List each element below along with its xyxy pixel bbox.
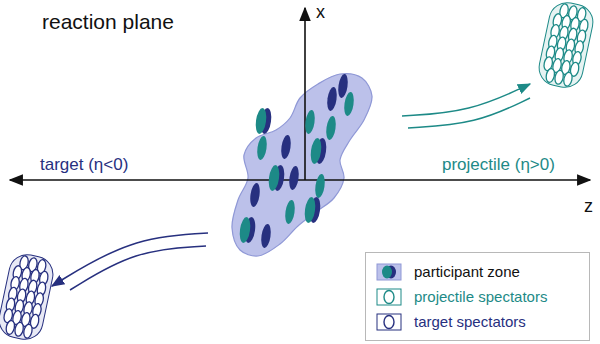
legend-sample (376, 263, 402, 281)
projectile-motion-line (408, 98, 530, 128)
target-motion-arrow (52, 233, 208, 286)
target-spectators (0, 251, 56, 342)
legend-entry: participant zone (376, 259, 579, 284)
direction-label: projectile (η>0) (440, 155, 557, 175)
projectile-motion-arrow (402, 84, 530, 116)
legend-sample (376, 288, 402, 306)
axis-label: x (314, 2, 327, 23)
x-axis (304, 8, 306, 180)
legend-entry: target spectators (376, 309, 579, 334)
legend-text: participant zone (414, 263, 520, 280)
direction-label: target (η<0) (38, 155, 130, 175)
legend-sample (376, 313, 402, 331)
z-axis (10, 179, 590, 181)
axis-label: z (582, 196, 595, 217)
diagram-title: reaction plane (40, 10, 176, 34)
participant-nucleons (238, 73, 355, 248)
participant-zone (232, 74, 372, 256)
legend-text: target spectators (414, 313, 526, 330)
target-motion-line (70, 246, 206, 290)
legend-box: participant zone projectile spectators tar… (365, 252, 590, 341)
projectile-spectators (536, 0, 597, 91)
legend-text: projectile spectators (414, 288, 547, 305)
legend-entry: projectile spectators (376, 284, 579, 309)
